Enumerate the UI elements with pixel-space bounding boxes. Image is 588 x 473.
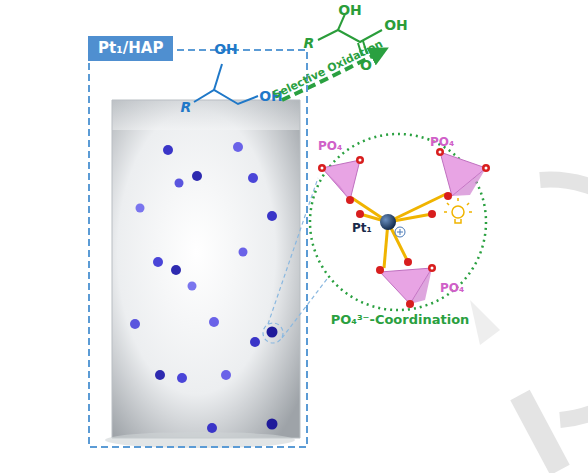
atom-label: O [360,58,372,73]
atom-label: OH [384,18,408,33]
watermark [520,180,588,470]
reaction-arrow [282,52,380,100]
cube [105,100,300,448]
atom-label: R [304,36,315,51]
pt-single-atoms [130,142,278,433]
light-bulb [444,198,472,223]
atom-label: PO₄ [430,136,454,149]
atom-label: R [181,100,192,115]
watermark [470,300,500,345]
box-heading: Pt₁/HAP [88,36,173,61]
atom-label: OH [214,42,238,57]
zoom-circle: PO₄ PO₄ PO₄ Pt₁ PO₄³⁻-Coordination [300,132,500,334]
atom-label: Pt₁ [352,222,372,235]
reactant-bonds [194,64,258,104]
atom-label: PO₄ [440,282,464,295]
zoom-caption: PO₄³⁻-Coordination [331,313,470,327]
atom-label: PO₄ [318,140,342,153]
coordination-site [310,134,490,310]
atom-label: OH [338,3,362,18]
